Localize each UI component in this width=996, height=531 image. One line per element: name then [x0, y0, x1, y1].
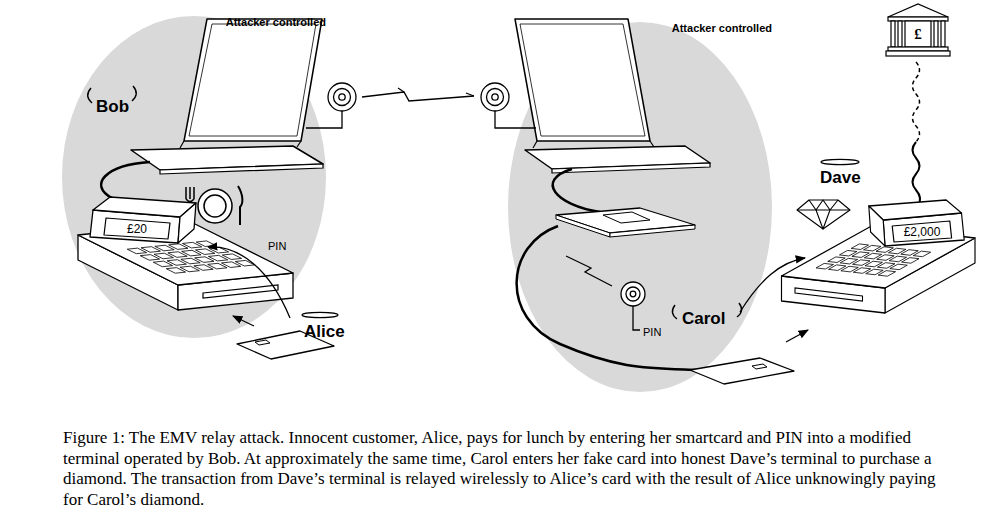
column: [934, 21, 938, 47]
wireless-bolt: [362, 92, 474, 101]
node-text: Attacker controlled: [672, 22, 772, 34]
column: [891, 21, 895, 47]
label-anchor: PIN: [643, 322, 661, 340]
column: [898, 21, 902, 47]
region-fill: [62, 16, 326, 338]
screen-outline: [892, 221, 951, 242]
figure-caption: Figure 1: The EMV relay attack. Innocent…: [63, 428, 948, 510]
node-text: £20: [127, 222, 147, 236]
wireless-bolt-tips: [398, 88, 474, 96]
bank-link: [913, 62, 920, 142]
caption-box: Figure 1: The EMV relay attack. Innocent…: [63, 428, 948, 510]
label-anchor: Alice: [304, 322, 345, 342]
bank-link: [913, 142, 921, 206]
terminal-screen: £20: [104, 218, 170, 239]
step: [886, 51, 950, 56]
diamond: [797, 200, 850, 229]
pediment: [888, 4, 948, 17]
halo: [302, 312, 338, 317]
label-anchor: Bob: [96, 97, 129, 117]
bank-door: [905, 21, 931, 47]
person-name: Carol: [682, 309, 725, 329]
node-text: £2,000: [904, 225, 941, 239]
person-name: Bob: [96, 97, 129, 117]
terminal-screen: £2,000: [892, 221, 952, 242]
node-text: £: [914, 26, 922, 43]
person-name: Alice: [304, 322, 345, 342]
label-anchor: Dave: [820, 168, 861, 188]
signal-label: PIN: [268, 240, 286, 252]
person-name: Dave: [820, 168, 861, 188]
column: [941, 21, 945, 47]
screen-outline: [104, 218, 170, 239]
region-fill: [508, 22, 772, 392]
label-anchor: PIN: [268, 236, 286, 254]
node-text: Attacker controlled: [226, 16, 326, 28]
bank-building: £: [886, 2, 950, 60]
right-terminal: [782, 200, 976, 313]
signal-label: PIN: [643, 326, 661, 338]
insert-arrow: [786, 330, 808, 342]
halo: [821, 159, 859, 164]
label-anchor: Carol: [682, 309, 725, 329]
